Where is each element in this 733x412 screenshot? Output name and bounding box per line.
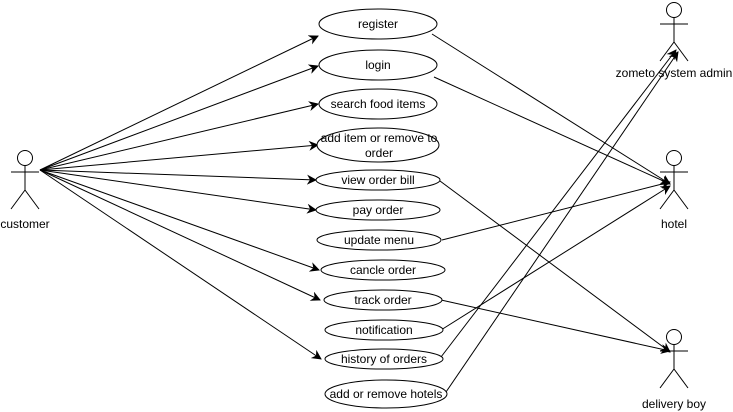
edge-register-hotel <box>431 33 671 185</box>
actor-hotel-head-icon <box>666 150 682 166</box>
use-case-cancel <box>320 259 446 281</box>
label-track: track order <box>354 293 411 307</box>
use-case-update-menu <box>316 229 442 251</box>
edge-update-menu-hotel <box>441 179 671 241</box>
label-notification: notification <box>355 323 412 337</box>
use-case-view-bill <box>315 169 441 191</box>
actor-delivery <box>659 329 689 389</box>
label-cancel: cancle order <box>350 263 416 277</box>
customer-associations <box>39 35 322 360</box>
label-pay: pay order <box>353 203 404 217</box>
label-login: login <box>365 58 390 72</box>
edge-customer-pay <box>39 169 317 214</box>
label-update-menu: update menu <box>344 233 414 247</box>
edge-customer-add-item <box>39 140 319 171</box>
label-register: register <box>358 17 398 31</box>
actor-customer-label: customer <box>0 217 49 231</box>
edge-track-delivery <box>440 299 671 354</box>
use-case-notification <box>324 319 444 341</box>
edge-notification-hotel <box>440 185 671 331</box>
use-case-search <box>318 88 438 120</box>
actor-hotel <box>659 150 689 210</box>
actor-customer-head-icon <box>17 150 33 166</box>
actor-admin <box>659 2 689 62</box>
label-history: history of orders <box>341 352 427 366</box>
edge-customer-login <box>39 64 319 171</box>
use-case-pay <box>315 199 441 221</box>
edge-customer-search <box>39 101 319 171</box>
actor-associations <box>431 33 679 393</box>
label-add-item-line1: add item or remove to <box>321 131 438 145</box>
edge-customer-track <box>39 169 321 301</box>
edge-view-bill-delivery <box>439 180 671 353</box>
edge-login-hotel <box>433 76 671 185</box>
edge-customer-register <box>39 35 319 171</box>
use-case-register <box>318 8 438 40</box>
edge-customer-cancel <box>39 169 320 272</box>
use-case-login <box>318 49 438 81</box>
actor-customer <box>10 150 40 210</box>
use-case-history <box>324 348 444 370</box>
actor-hotel-label: hotel <box>661 217 687 231</box>
use-case-add-hotels <box>324 379 448 409</box>
edge-history-admin <box>440 49 677 358</box>
label-search: search food items <box>331 97 426 111</box>
edge-customer-history <box>39 169 322 360</box>
edge-customer-view-bill <box>39 169 317 185</box>
label-add-hotels: add or remove hotels <box>330 387 443 401</box>
edge-add-hotels-admin <box>445 51 679 393</box>
use-case-labels: register login search food items add ite… <box>321 17 443 401</box>
use-case-add-item <box>316 127 440 163</box>
actor-delivery-label: delivery boy <box>642 397 706 411</box>
use-cases <box>315 8 448 409</box>
label-view-bill: view order bill <box>341 173 414 187</box>
actor-admin-head-icon <box>666 2 682 18</box>
label-add-item-line2: order <box>365 146 393 160</box>
actor-delivery-head-icon <box>666 329 682 345</box>
actor-admin-label: zometo system admin <box>616 66 733 80</box>
use-case-track <box>323 289 443 311</box>
